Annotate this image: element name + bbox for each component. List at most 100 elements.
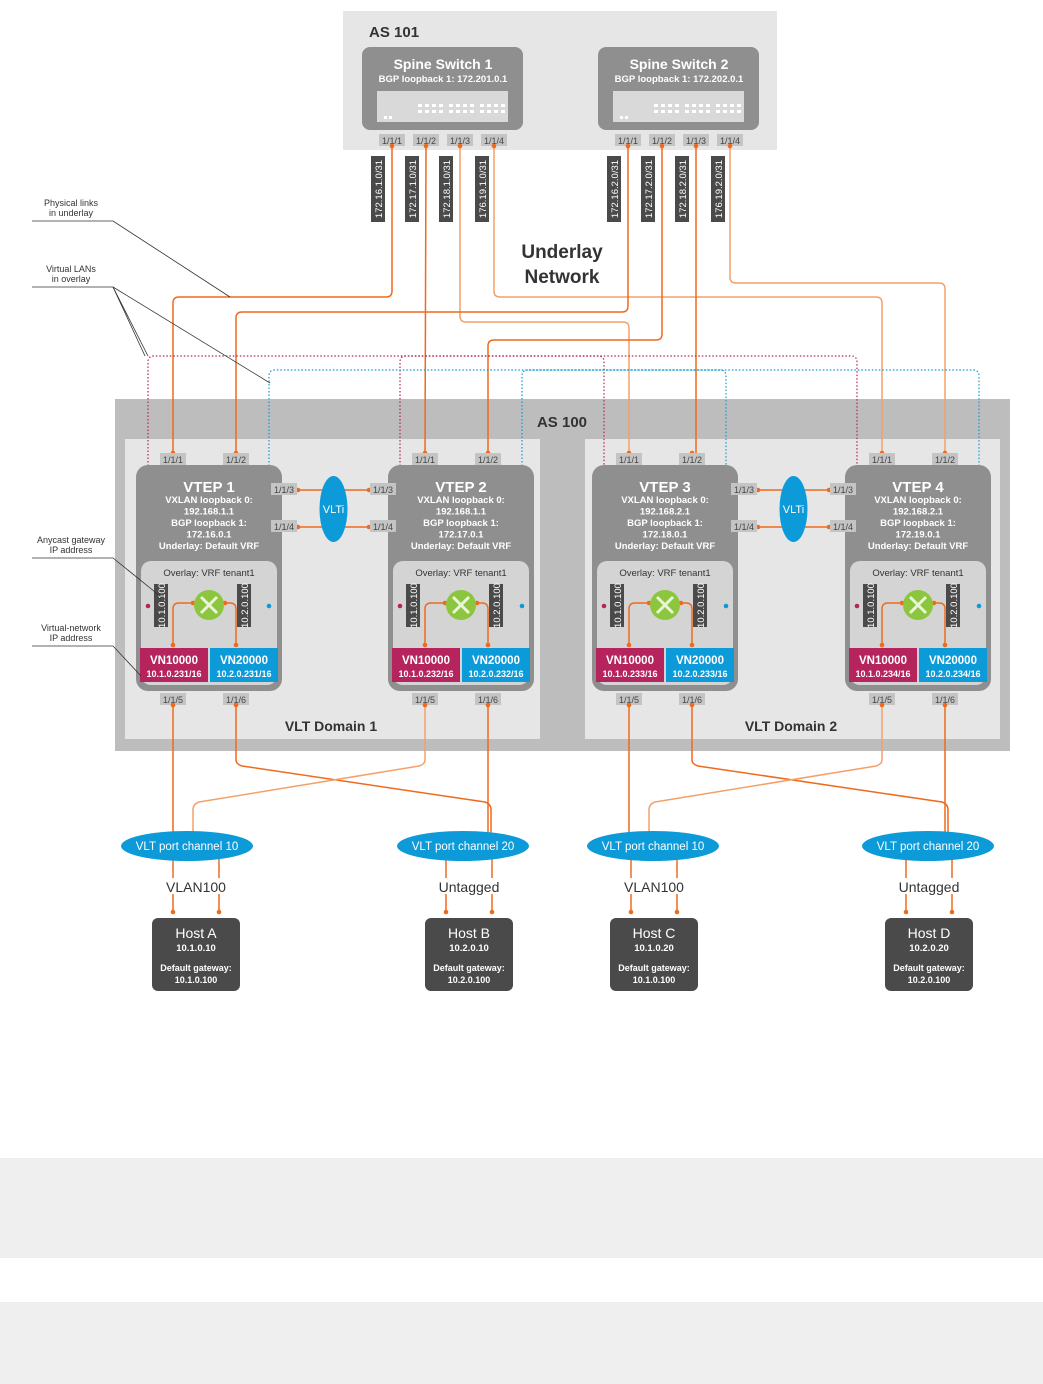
vlti-port-right-bg: [830, 520, 856, 532]
overlay-dot-blue: [266, 603, 272, 609]
vtep-downlink-port-bg: [869, 693, 895, 705]
router-link-10000: [424, 602, 445, 645]
spine-port-label-bg: [649, 134, 675, 146]
as101-title: AS 101: [369, 24, 419, 41]
overlay-dot-magenta: [145, 603, 151, 609]
overlay-dot-blue: [519, 603, 525, 609]
vn10000-ip: 10.1.0.234/16: [855, 669, 910, 679]
vtep-uplink-port: 1/1/2: [226, 455, 246, 465]
vtep-downlink-port: 1/1/5: [872, 695, 892, 705]
switch-port-led: [668, 110, 672, 113]
subnet-tag: 172.16.1.0/31: [371, 156, 385, 222]
callout-physical-links-line2: in underlay: [49, 208, 94, 218]
gw-ip-label: 10.1.0.100: [866, 583, 877, 628]
subnet-label: 172.16.2.0/31: [610, 160, 621, 218]
switch-port-led: [692, 104, 696, 107]
gw-tag-bg: [946, 584, 960, 627]
switch-port-led: [675, 110, 679, 113]
spine-port-label: 1/1/1: [382, 136, 402, 146]
callout-physical-links-leader: [32, 220, 231, 298]
vtep-downlink-port: 1/1/5: [619, 695, 639, 705]
overlay-vrf-label: Overlay: VRF tenant1: [619, 568, 710, 579]
vlt-domain-1-label: VLT Domain 1: [285, 718, 378, 734]
switch-port-led: [661, 110, 665, 113]
vtep-downlink-port: 1/1/5: [415, 695, 435, 705]
vn10000-name: VN10000: [606, 655, 654, 667]
switch-port-led: [449, 110, 453, 113]
subnet-tag: 176.19.1.0/31: [475, 156, 489, 222]
switch-port-led: [625, 116, 628, 119]
vlti-port-left: 1/1/4: [274, 522, 294, 532]
gw-ip-label: 10.2.0.100: [696, 583, 707, 628]
spine-port-label-bg: [379, 134, 405, 146]
vlan-label: Untagged: [899, 879, 960, 895]
switch-port-led: [463, 110, 467, 113]
overlay-dot-magenta: [854, 603, 860, 609]
host-gw-label: Default gateway:: [433, 963, 505, 973]
subnet-tag: 172.18.2.0/31: [675, 156, 689, 222]
switch-port-led: [487, 110, 491, 113]
vlan-label-bg: [889, 878, 969, 894]
anycast-gw-10000: 10.1.0.100: [154, 583, 168, 628]
callout-virtual-lans-leader: [112, 286, 271, 384]
switch-port-led: [470, 104, 474, 107]
vtep-bgp: 172.17.0.1: [439, 530, 485, 541]
spine-port-label: 1/1/2: [416, 136, 436, 146]
vn20000-ip: 10.2.0.231/16: [216, 669, 271, 679]
overlay-vrf-label: Overlay: VRF tenant1: [415, 568, 506, 579]
callout-virtual-lans-line1: Virtual LANs: [46, 264, 96, 274]
router-icon-cross: [451, 595, 471, 615]
anycast-gw-20000: 10.2.0.100: [237, 583, 251, 628]
underlay-link: [493, 146, 883, 453]
underlay-link: [487, 146, 663, 453]
vtep-bgp-label: BGP loopback 1:: [627, 518, 703, 529]
gw-ip-label: 10.1.0.100: [409, 583, 420, 628]
callout-virtual-network-ip-line2: IP address: [50, 633, 93, 643]
subnet-label: 176.19.1.0/31: [478, 160, 489, 218]
overlay-vlan-20000: [268, 369, 980, 606]
vtep-downlink-port-bg: [412, 693, 438, 705]
switch-port-led: [487, 104, 491, 107]
host-port-dot: [443, 909, 449, 915]
spine-port-label-bg: [447, 134, 473, 146]
subnet-label: 172.17.2.0/31: [644, 160, 655, 218]
overlay-vlan-10000: [399, 355, 858, 606]
vlti-port-left-bg: [731, 483, 757, 495]
router-link-10000: [881, 602, 902, 645]
subnet-tag-bg: [607, 156, 621, 222]
gw-ip-label: 10.2.0.100: [492, 583, 503, 628]
vtep-downlink-port-bg: [160, 693, 186, 705]
switch-port-led: [501, 104, 505, 107]
switch-port-led: [661, 104, 665, 107]
switch-port-led: [692, 110, 696, 113]
vtep-uplink-port: 1/1/2: [478, 455, 498, 465]
underlay-label-line2: Network: [525, 267, 600, 288]
switch-port-led: [699, 110, 703, 113]
vtep-downlink-port-bg: [679, 693, 705, 705]
host-gw-label: Default gateway:: [618, 963, 690, 973]
port-dot: [233, 642, 239, 648]
switch-port-led: [620, 116, 623, 119]
vtep-vxlan-label: VXLAN loopback 0:: [165, 495, 253, 506]
port-dot: [422, 642, 428, 648]
vlti-port-left-bg: [731, 520, 757, 532]
host-gw-label: Default gateway:: [893, 963, 965, 973]
host-box: [152, 918, 240, 991]
downlink-port-dot: [233, 702, 239, 708]
spine-port-label: 1/1/4: [484, 136, 504, 146]
vtep-uplink-port: 1/1/2: [682, 455, 702, 465]
switch-port-led: [425, 110, 429, 113]
host-downlink: [192, 705, 426, 850]
vn20000-box: [210, 648, 278, 682]
callout-virtual-lans-leader: [112, 286, 149, 357]
port-channel-label: VLT port channel 10: [602, 841, 705, 853]
underlay-link: [235, 146, 629, 453]
vn10000-box: [140, 648, 208, 682]
switch-port-led: [470, 110, 474, 113]
vlti-port-left-bg: [271, 520, 297, 532]
switch-port-led: [389, 116, 392, 119]
anycast-gw-10000: 10.1.0.100: [863, 583, 877, 628]
